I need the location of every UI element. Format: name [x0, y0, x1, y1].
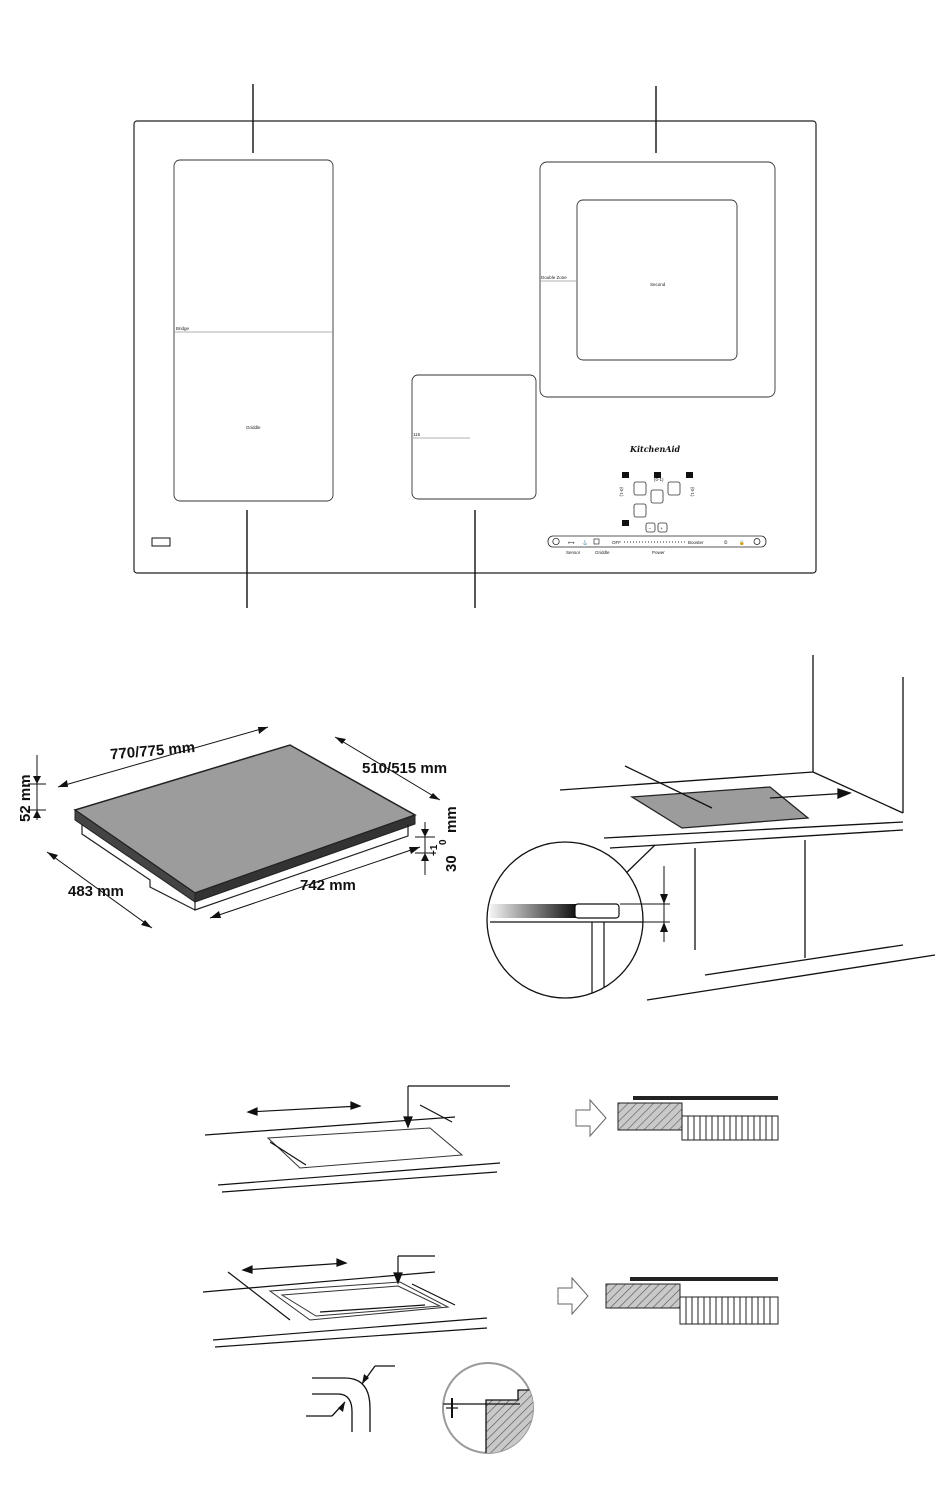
zone-button-right[interactable]	[668, 482, 680, 495]
cross-section-2	[558, 1277, 778, 1324]
power-icon[interactable]	[553, 538, 559, 544]
level-label-right: (0-1)	[690, 487, 695, 497]
dim-tolerance-minus: 0	[438, 839, 449, 845]
small-zone-label: 115	[413, 432, 421, 437]
dim-width-label: 770/775 mm	[109, 739, 195, 763]
cross-section-1	[576, 1096, 778, 1140]
bridge-zone	[174, 160, 333, 501]
level-label-mid: (0-1)	[654, 477, 664, 482]
flush-mount-diagram-1	[205, 1086, 510, 1192]
hob-outline	[134, 121, 816, 573]
bar-label-griddle: Griddle	[595, 550, 610, 555]
lock-icon[interactable]: 🔒	[739, 540, 745, 545]
double-zone-inner	[577, 200, 737, 360]
double-zone-label: Double Zone	[541, 275, 567, 280]
indicator-bl	[622, 520, 629, 526]
double-zone-outer	[540, 162, 775, 397]
direction-arrow-icon	[576, 1100, 606, 1136]
zone-button-lower[interactable]	[634, 504, 646, 517]
edge-detail-circle	[440, 1363, 540, 1460]
dim-depth-label: 510/515 mm	[362, 760, 447, 777]
indicator-tl	[622, 472, 629, 478]
griddle-icon[interactable]	[594, 539, 599, 544]
level-label-left: (0-1)	[619, 487, 624, 497]
zone-button-left[interactable]	[634, 482, 646, 495]
bar-label-sensor: Sensor	[566, 550, 581, 555]
control-panel: (0-1) (0-1) (0-1) − + ⟷ ⚓ OFF Booster ⏲ …	[548, 472, 766, 555]
slider-off-label: OFF	[612, 540, 621, 545]
direction-arrow-icon	[558, 1278, 588, 1314]
flush-mount-diagram-2	[203, 1256, 487, 1347]
bar-label-power: Power	[652, 550, 665, 555]
brand-logo: KitchenAid	[629, 444, 681, 454]
dim-tolerance-base: 30	[443, 855, 460, 872]
plus-label: +	[661, 526, 664, 531]
bridge-label: Bridge	[176, 326, 190, 331]
second-zone-label: Second	[650, 282, 666, 287]
hob-3d-dimensions: 770/775 mm 510/515 mm 52 mm 483 mm 742 m…	[17, 727, 460, 928]
griddle-label: Griddle	[246, 425, 261, 430]
dim-cutout-width-label: 742 mm	[300, 877, 356, 894]
slider-booster-label: Booster	[688, 540, 704, 545]
small-zone	[412, 375, 536, 499]
detail-magnifier	[487, 842, 670, 1010]
zone-button-center[interactable]	[651, 490, 663, 503]
pause-icon[interactable]	[754, 539, 760, 545]
minus-label: −	[649, 526, 652, 531]
indicator-tr	[686, 472, 693, 478]
corner-radius-detail	[306, 1366, 395, 1432]
dim-tolerance-unit: mm	[443, 806, 460, 833]
timer-icon[interactable]: ⏲	[724, 540, 728, 545]
dim-cutout-depth-label: 483 mm	[68, 883, 124, 900]
hob-top-view: Bridge Griddle 115 Double Zone Second Ki…	[134, 84, 816, 608]
pot-icon[interactable]: ⚓	[582, 539, 588, 545]
dim-height-label: 52 mm	[17, 774, 34, 822]
bridge-icon[interactable]: ⟷	[568, 540, 575, 545]
indicator-box	[152, 538, 170, 546]
